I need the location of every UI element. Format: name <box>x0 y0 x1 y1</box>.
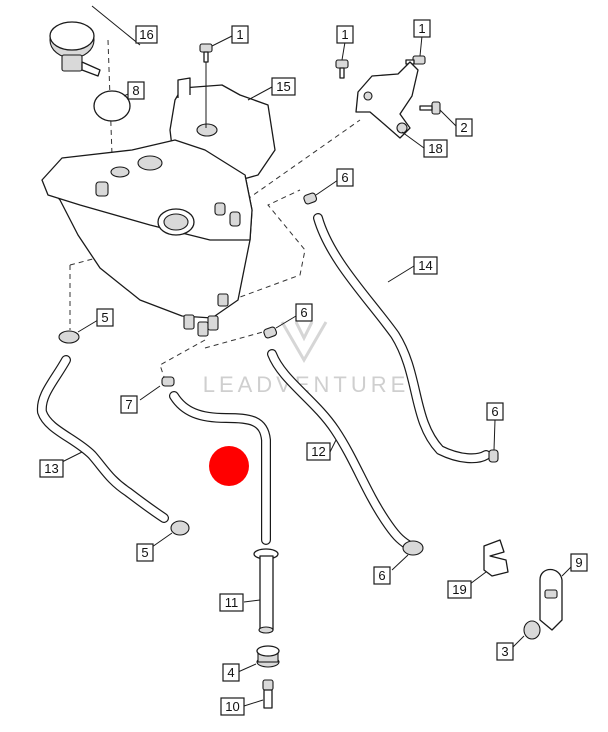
grommet-4 <box>237 645 280 673</box>
screw-2 <box>419 101 457 127</box>
callout-4[interactable]: 4 <box>222 663 240 682</box>
clamp-6-middle <box>263 315 297 339</box>
callout-6-upper[interactable]: 6 <box>336 168 354 187</box>
svg-text:6: 6 <box>378 568 385 583</box>
svg-text:11: 11 <box>225 595 239 610</box>
filler-cap <box>49 5 141 77</box>
callout-14[interactable]: 14 <box>413 256 438 275</box>
hose-14 <box>313 213 491 464</box>
svg-text:1: 1 <box>236 27 243 42</box>
callout-5-upper[interactable]: 5 <box>96 308 114 327</box>
callout-19[interactable]: 19 <box>447 580 472 599</box>
strap-bracket-9 <box>539 565 573 631</box>
svg-text:6: 6 <box>491 404 498 419</box>
svg-text:18: 18 <box>428 141 442 156</box>
svg-text:1: 1 <box>418 21 425 36</box>
callout-12[interactable]: 12 <box>306 442 331 461</box>
callout-6-lower[interactable]: 6 <box>373 566 391 585</box>
callout-2[interactable]: 2 <box>455 118 473 137</box>
callout-1-bracket-left[interactable]: 1 <box>336 25 354 44</box>
hose-7 <box>169 391 271 545</box>
callout-6-right[interactable]: 6 <box>486 402 504 421</box>
bushing-3 <box>511 620 541 649</box>
clamp-5-upper <box>58 319 99 344</box>
svg-text:5: 5 <box>141 545 148 560</box>
svg-text:13: 13 <box>44 461 58 476</box>
callout-11[interactable]: 11 <box>219 593 244 612</box>
clamp-7 <box>139 376 175 401</box>
filler-pipe <box>243 548 279 634</box>
clamp-6-right <box>488 419 499 463</box>
watermark-logo <box>280 321 328 363</box>
callout-16[interactable]: 16 <box>135 25 158 44</box>
callout-8[interactable]: 8 <box>127 81 145 100</box>
svg-text:2: 2 <box>460 120 467 135</box>
svg-text:19: 19 <box>452 582 466 597</box>
svg-text:8: 8 <box>132 83 139 98</box>
callout-1-bracket-right[interactable]: 1 <box>413 19 431 38</box>
mounting-bracket <box>355 61 425 149</box>
callout-7[interactable]: 7 <box>120 395 138 414</box>
svg-text:10: 10 <box>225 699 239 714</box>
callout-13[interactable]: 13 <box>39 459 64 478</box>
watermark: LEADVENTURE <box>203 321 405 397</box>
svg-text:3: 3 <box>501 644 508 659</box>
highlight-marker <box>209 446 249 486</box>
callout-10[interactable]: 10 <box>220 697 245 716</box>
svg-text:1: 1 <box>341 27 348 42</box>
bolt-bracket-left <box>335 41 349 79</box>
callout-1-top[interactable]: 1 <box>231 25 249 44</box>
clip-19 <box>469 539 509 585</box>
expansion-tank <box>41 139 253 337</box>
svg-text:12: 12 <box>311 444 325 459</box>
svg-text:7: 7 <box>125 397 132 412</box>
svg-text:6: 6 <box>300 305 307 320</box>
callout-6-middle[interactable]: 6 <box>295 303 313 322</box>
bolt-bracket-right <box>405 35 426 65</box>
callout-5-lower[interactable]: 5 <box>136 543 154 562</box>
svg-text:5: 5 <box>101 310 108 325</box>
hose-12 <box>267 349 413 550</box>
callout-18[interactable]: 18 <box>423 139 448 158</box>
svg-text:16: 16 <box>139 27 153 42</box>
callout-15[interactable]: 15 <box>271 77 296 96</box>
svg-text:9: 9 <box>575 555 582 570</box>
bolt-10 <box>243 679 274 709</box>
clamp-6-lower <box>391 540 424 571</box>
clamp-5-lower <box>151 520 190 548</box>
callout-9[interactable]: 9 <box>570 553 588 572</box>
hose-13 <box>36 355 169 523</box>
clamp-6-upper <box>303 179 339 205</box>
svg-text:6: 6 <box>341 170 348 185</box>
svg-text:14: 14 <box>418 258 432 273</box>
bolt-top-center <box>199 35 233 63</box>
callout-3[interactable]: 3 <box>496 642 514 661</box>
svg-text:15: 15 <box>276 79 290 94</box>
svg-text:4: 4 <box>227 665 234 680</box>
